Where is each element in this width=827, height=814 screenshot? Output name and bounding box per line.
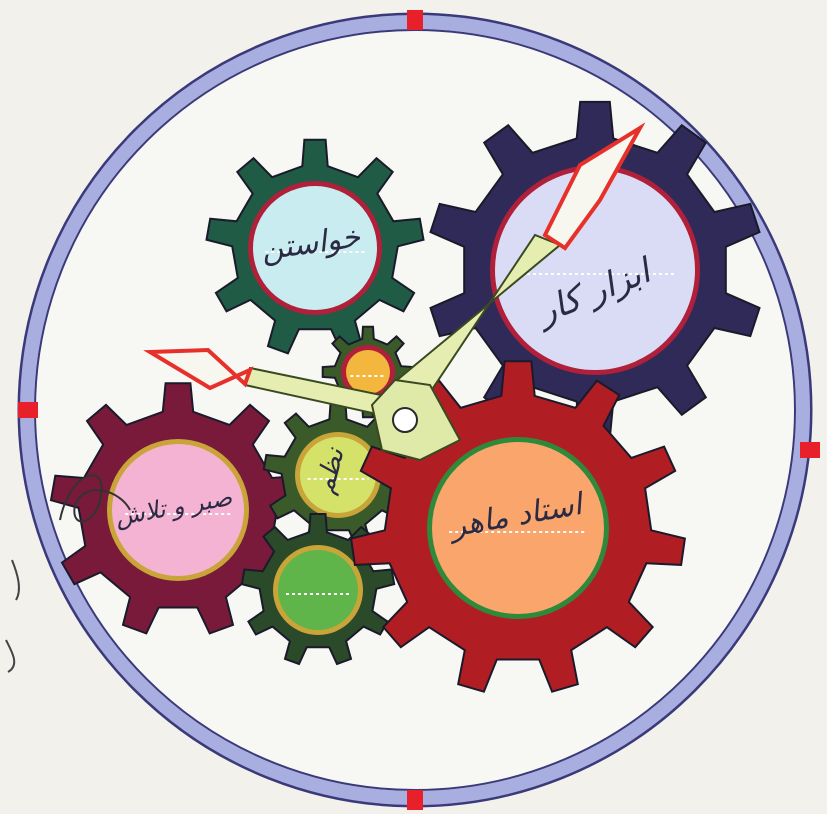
gear-inner-disc	[278, 550, 358, 630]
tick-left	[18, 402, 38, 418]
tick-top	[407, 10, 423, 30]
margin-stroke	[12, 560, 19, 600]
gear-inner-disc	[346, 350, 390, 394]
hub-center	[393, 408, 417, 432]
margin-stroke-2	[6, 640, 14, 672]
tick-bottom	[407, 790, 423, 810]
tick-right	[800, 442, 820, 458]
